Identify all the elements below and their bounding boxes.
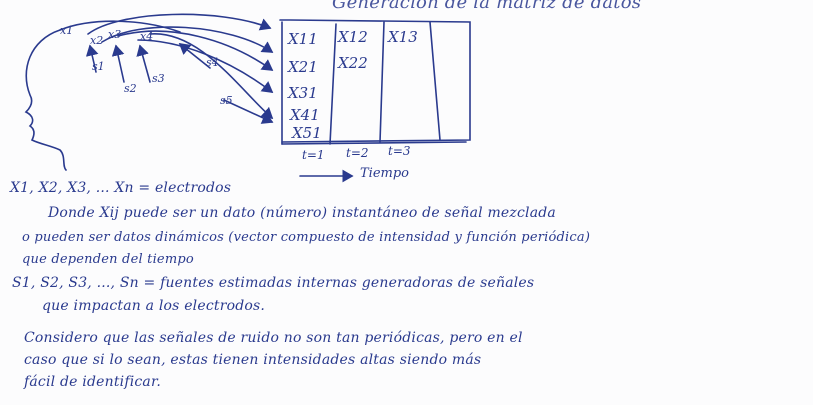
note-line: que impactan a los electrodos.: [42, 298, 266, 314]
note-line: Donde Xij puede ser un dato (número) ins…: [48, 205, 556, 221]
head-profile: [24, 29, 67, 171]
note-line-electrodes: X1, X2, X3, ... Xn = electrodos: [10, 180, 232, 196]
note-line-sources: S1, S2, S3, ..., Sn = fuentes estimadas …: [12, 275, 535, 291]
source-label: s1: [92, 60, 105, 73]
header-text: Generacion de la matriz de datos: [332, 0, 642, 13]
time-tick: t=1: [302, 148, 325, 162]
note-line: caso que si lo sean, estas tienen intens…: [24, 352, 482, 368]
matrix-cell: X41: [290, 106, 320, 124]
matrix-cell: X31: [288, 84, 318, 102]
electrode-label: x3: [108, 28, 122, 41]
matrix-cell: X11: [288, 30, 318, 48]
source-label: s3: [152, 72, 165, 85]
electrode-label: x2: [90, 34, 104, 47]
time-axis-label: Tiempo: [360, 166, 409, 181]
matrix-cell: X12: [338, 28, 368, 46]
note-line: que dependen del tiempo: [22, 252, 194, 267]
matrix-cell: X22: [338, 54, 368, 72]
source-label: s4: [206, 56, 219, 69]
note-line: fácil de identificar.: [24, 374, 161, 390]
note-line: o pueden ser datos dinámicos (vector com…: [22, 230, 591, 245]
matrix-cell: X13: [388, 28, 418, 46]
note-line: Considero que las señales de ruido no so…: [24, 330, 523, 346]
matrix-cell: X21: [288, 58, 318, 76]
time-tick: t=3: [388, 144, 411, 158]
electrode-label: x1: [60, 24, 74, 37]
source-label: s5: [220, 94, 233, 107]
time-tick: t=2: [346, 146, 369, 160]
matrix-cell: X51: [292, 124, 322, 142]
electrode-label: x4: [140, 30, 154, 43]
source-label: s2: [124, 82, 137, 95]
